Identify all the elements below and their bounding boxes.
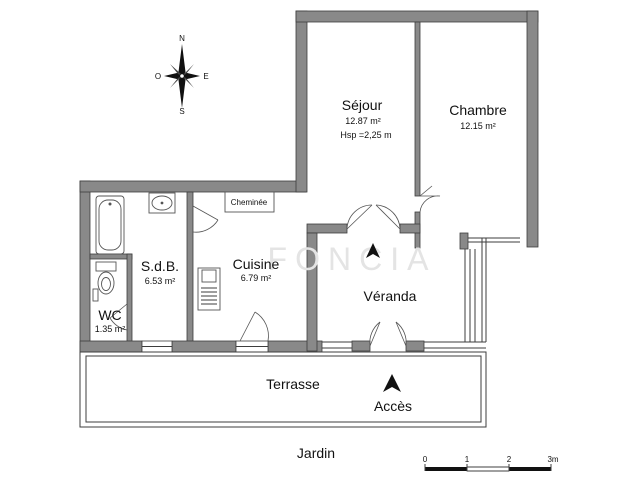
watermark: FONCIA — [268, 241, 437, 277]
cuisine-name: Cuisine — [233, 256, 280, 272]
veranda-glazing — [322, 237, 520, 349]
terrace-outline — [79, 351, 487, 428]
chambre-name: Chambre — [449, 102, 507, 118]
scale-tick-1: 1 — [465, 455, 470, 464]
cuisine-area: 6.79 m² — [241, 273, 272, 283]
scale-bar: 0 1 2 3m — [423, 455, 559, 472]
fixtures — [92, 191, 275, 311]
walls — [79, 10, 539, 353]
compass-south: S — [179, 107, 184, 116]
wc-name: WC — [98, 307, 121, 323]
jardin-name: Jardin — [297, 445, 335, 461]
access-markers: Accès — [366, 243, 412, 414]
veranda-name: Véranda — [364, 288, 417, 304]
room-labels: Séjour 12.87 m² Hsp =2,25 m Chambre 12.1… — [95, 97, 507, 461]
access-arrow-veranda — [366, 243, 380, 258]
doors — [109, 185, 441, 347]
scale-tick-0: 0 — [423, 455, 428, 464]
sejour-height: Hsp =2,25 m — [340, 130, 391, 140]
wc-area: 1.35 m² — [95, 324, 126, 334]
sdb-name: S.d.B. — [141, 258, 179, 274]
access-arrow-terrace — [383, 374, 401, 392]
compass-east: E — [203, 72, 208, 81]
sdb-area: 6.53 m² — [145, 276, 176, 286]
scale-tick-3: 3m — [547, 455, 558, 464]
access-label: Accès — [374, 398, 412, 414]
chambre-area: 12.15 m² — [460, 121, 496, 131]
sejour-area: 12.87 m² — [345, 116, 381, 126]
scale-tick-2: 2 — [507, 455, 512, 464]
sejour-name: Séjour — [342, 97, 383, 113]
terrasse-name: Terrasse — [266, 376, 320, 392]
compass-rose: N S E O — [155, 34, 209, 116]
compass-west: O — [155, 72, 161, 81]
compass-north: N — [179, 34, 185, 43]
cheminee-label: Cheminée — [231, 198, 268, 207]
